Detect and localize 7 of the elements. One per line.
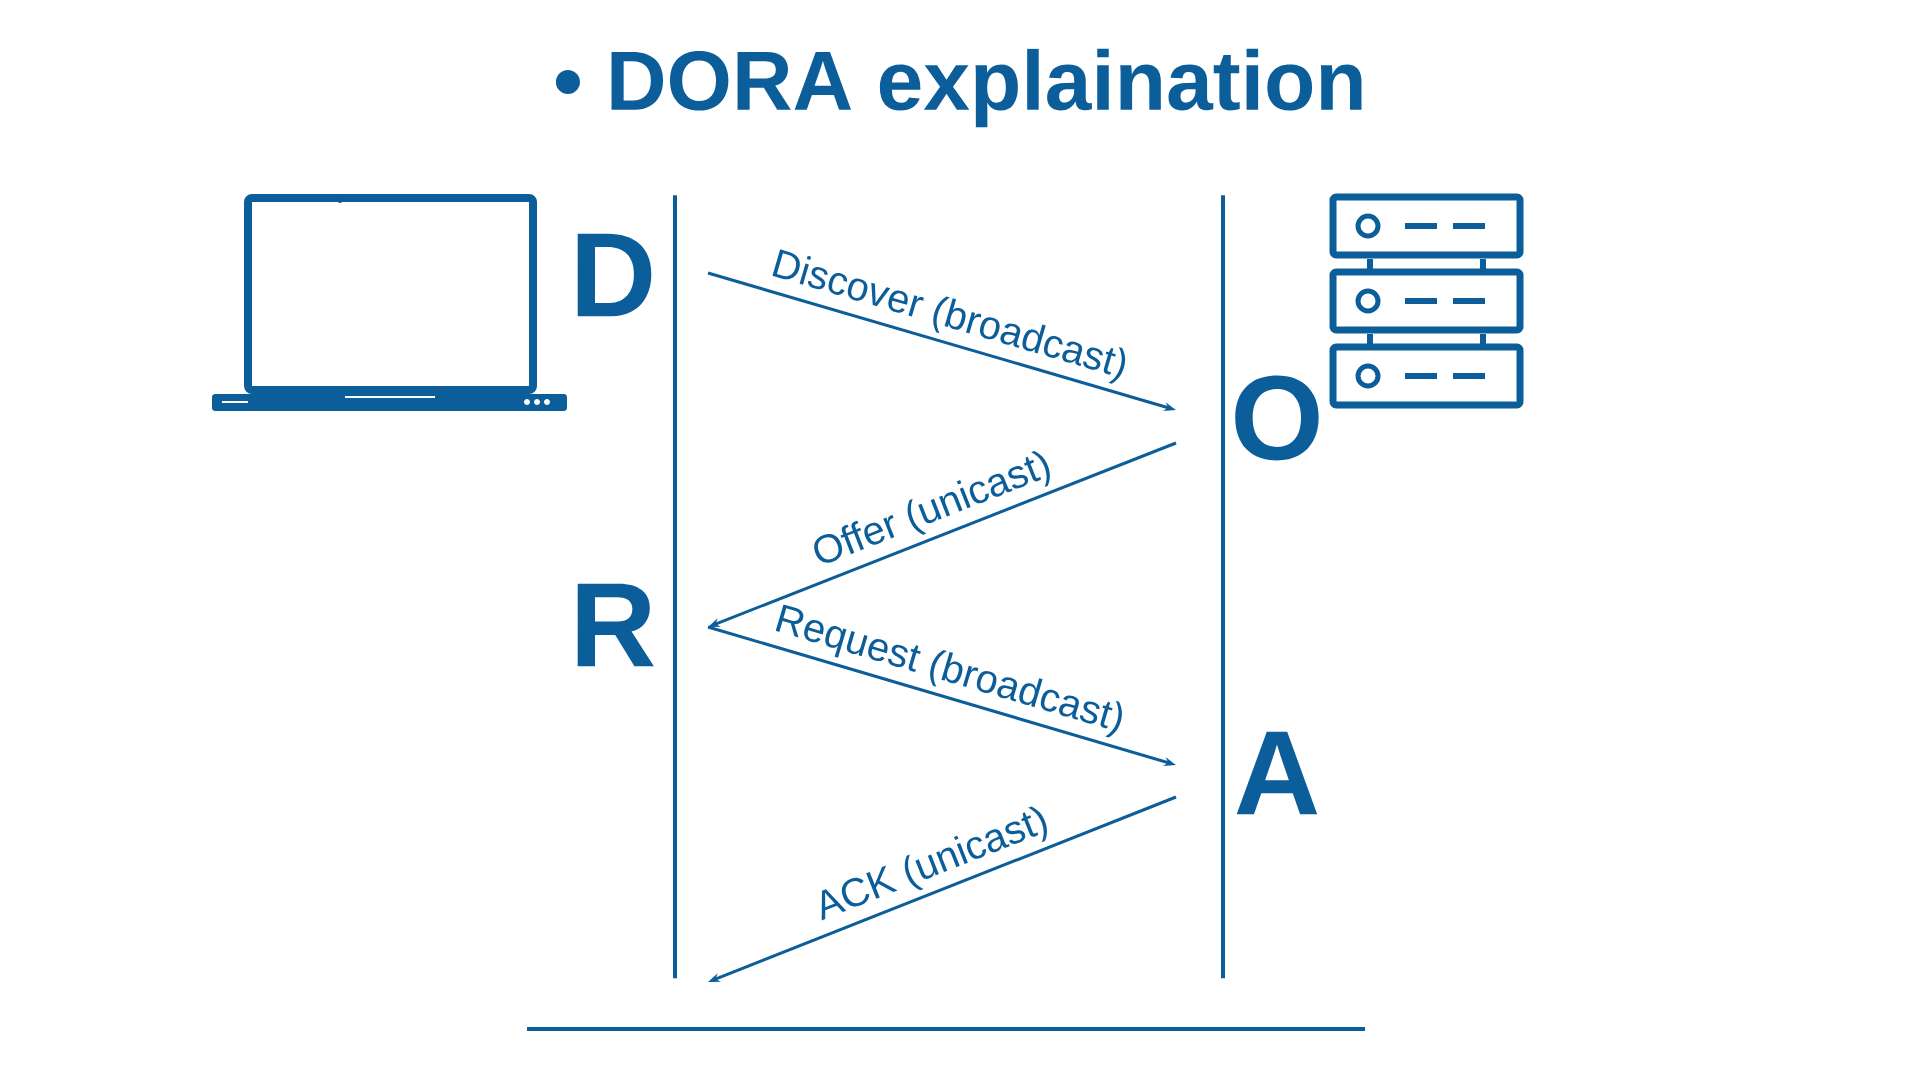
lifeline [1221, 195, 1225, 979]
lifeline [673, 195, 677, 979]
step-letter: R [577, 583, 654, 667]
step-letter: D [577, 233, 652, 317]
title: • DORA explaination [555, 48, 1362, 128]
step-letter: O [1235, 375, 1319, 461]
step-letter: A [1236, 731, 1318, 815]
